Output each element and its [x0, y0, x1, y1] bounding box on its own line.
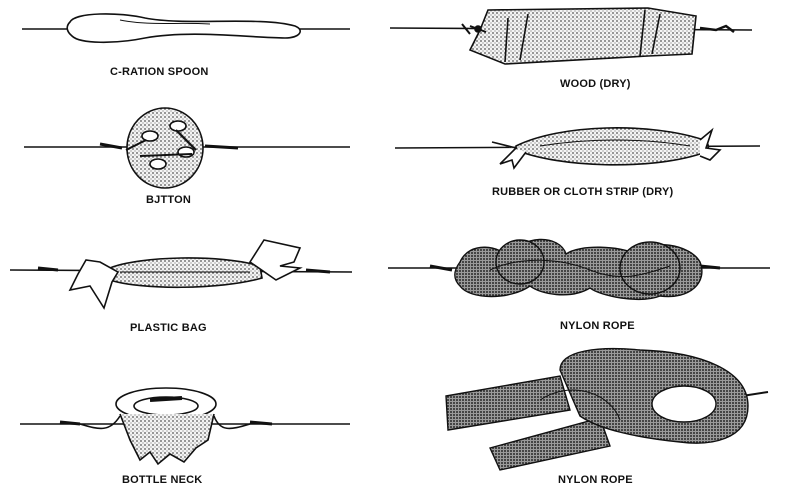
caption-wood: WOOD (DRY): [560, 78, 631, 90]
caption-nylon-rope-1: NYLON ROPE: [560, 320, 635, 332]
caption-rubber-strip: RUBBER OR CLOTH STRIP (DRY): [492, 186, 673, 198]
caption-nylon-rope-2: NYLON ROPE: [558, 474, 633, 486]
wood-lure: [390, 8, 752, 64]
plastic-bag-lure: [10, 240, 352, 308]
spoon-lure: [22, 14, 350, 42]
caption-button: BJTTON: [146, 194, 191, 206]
caption-plastic-bag: PLASTIC BAG: [130, 322, 207, 334]
nylon-rope-lure-2: [446, 349, 768, 470]
nylon-rope-lure-1: [388, 239, 770, 299]
button-lure: [24, 108, 350, 188]
caption-bottle-neck: BOTTLE NECK: [122, 474, 202, 486]
caption-c-ration-spoon: C-RATION SPOON: [110, 66, 209, 78]
rubber-strip-lure: [395, 128, 760, 168]
bottle-neck-lure: [20, 388, 350, 464]
